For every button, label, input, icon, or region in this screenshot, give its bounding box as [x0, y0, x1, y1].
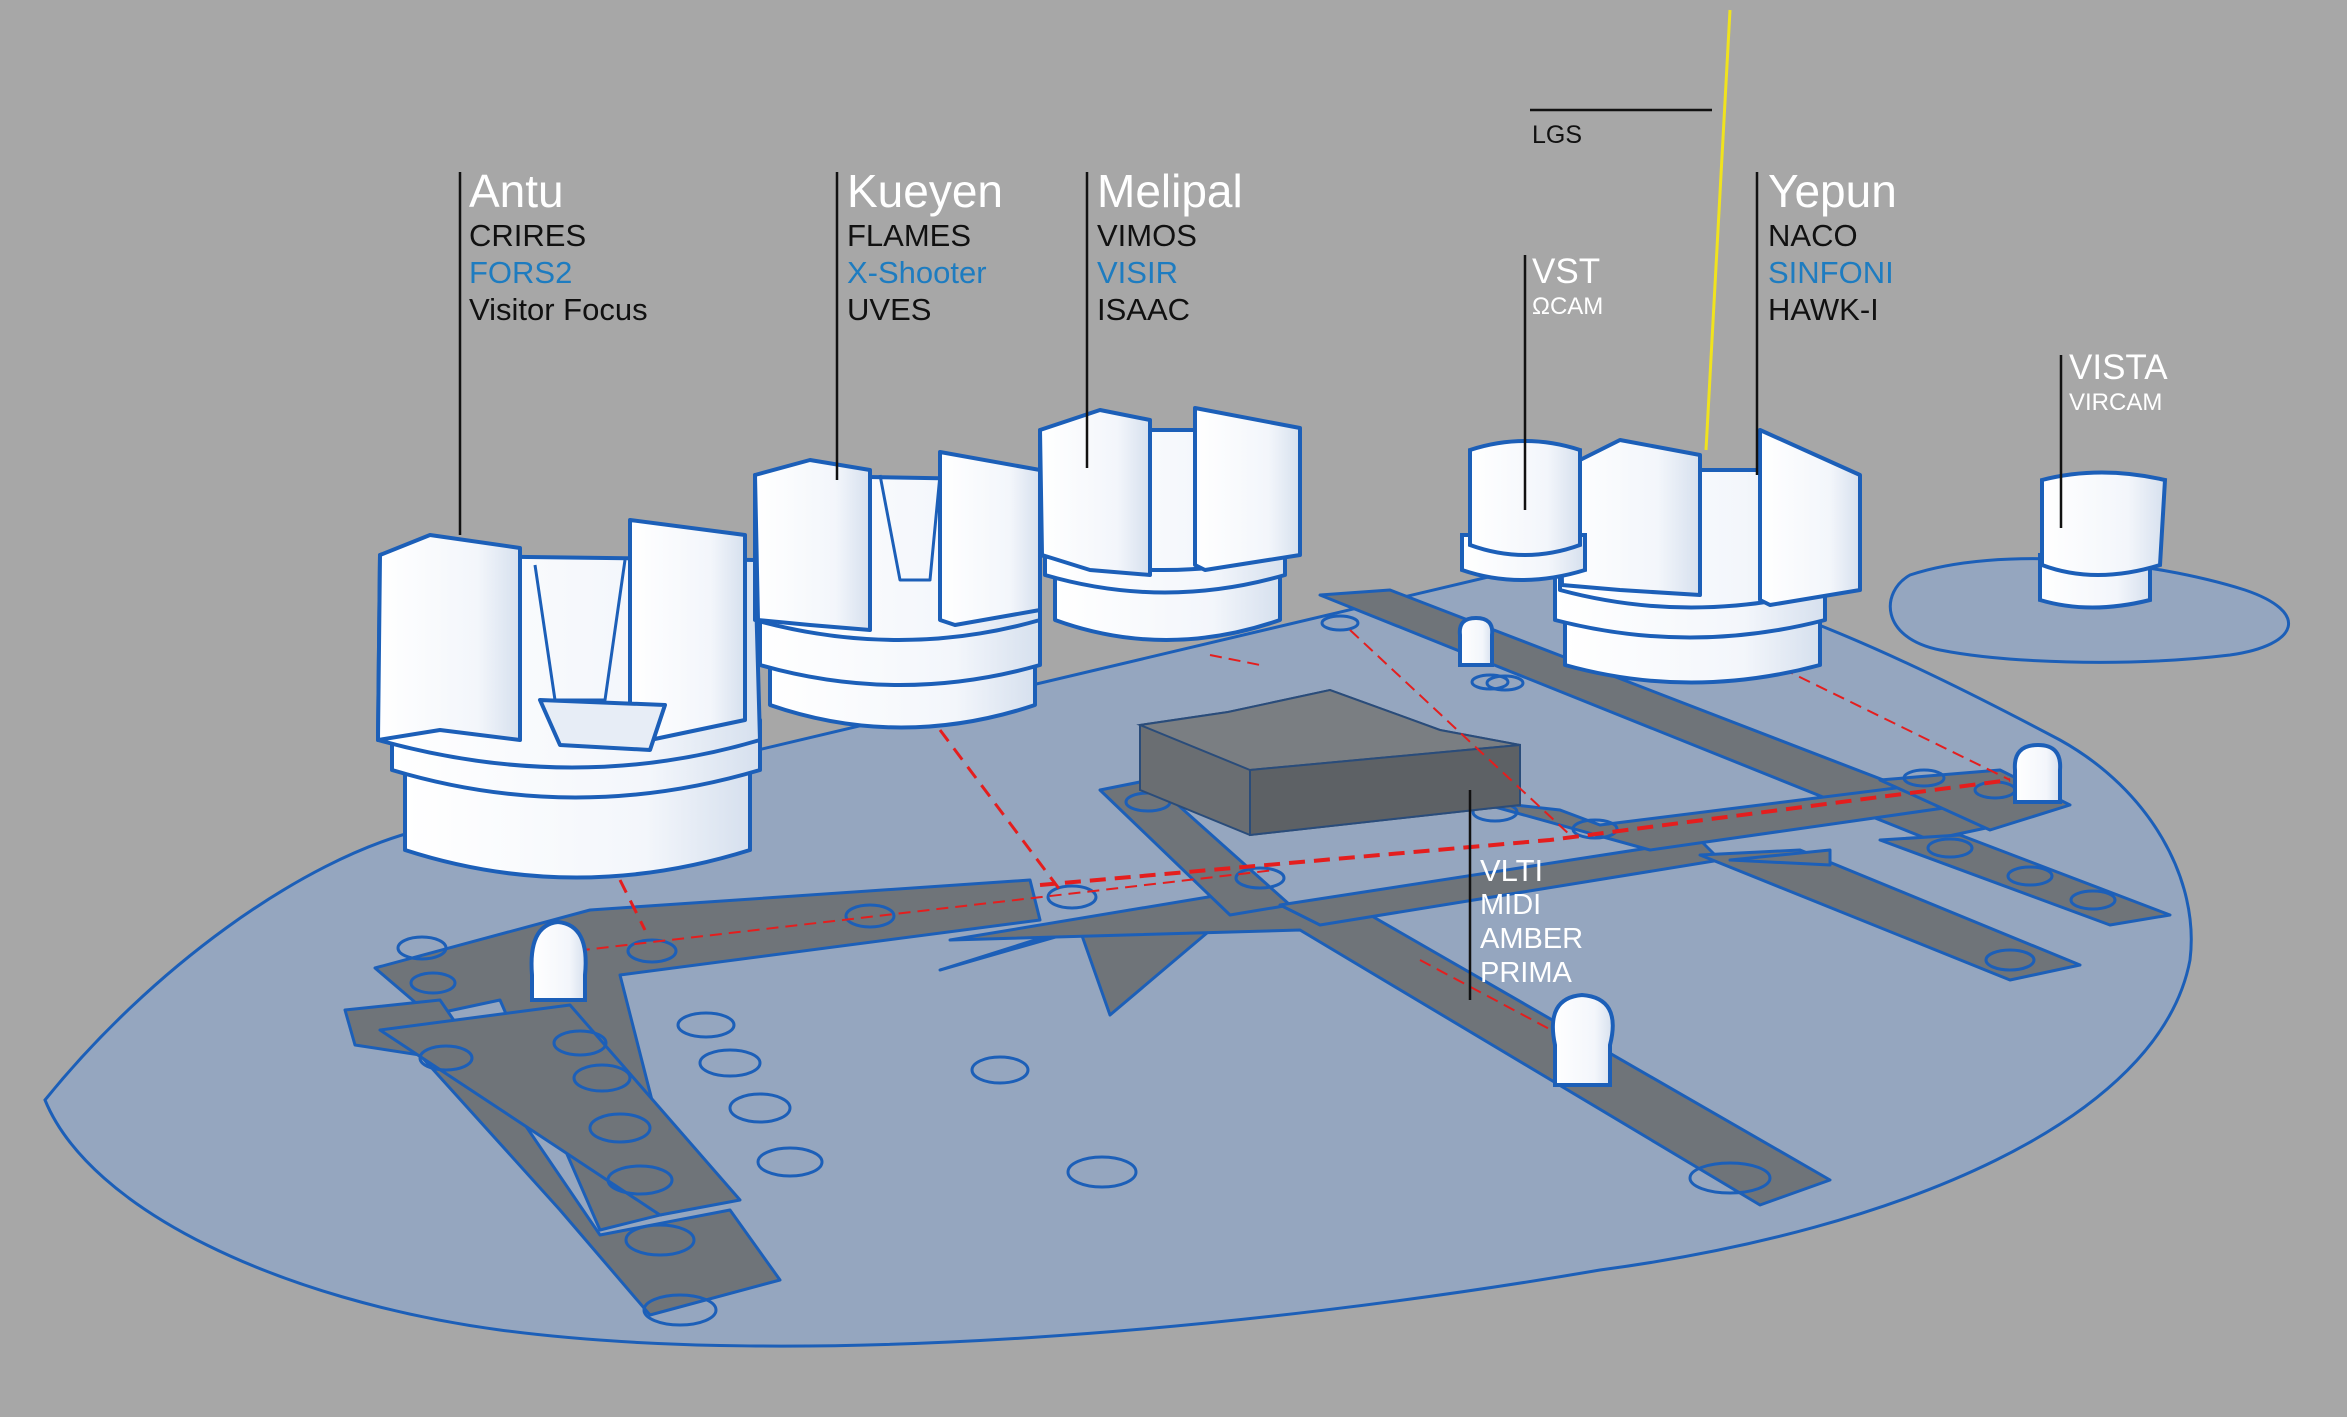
label-vlti: VLTI MIDI AMBER PRIMA — [1480, 855, 1583, 988]
instrument: VISIR — [1097, 255, 1178, 290]
instrument: CRIRES — [469, 218, 587, 253]
leader-lines — [458, 108, 2063, 1000]
instrument: X-Shooter — [847, 255, 987, 290]
instrument: PRIMA — [1480, 957, 1572, 989]
telescope-name: Yepun — [1768, 165, 1897, 217]
unit-telescope-kueyen — [753, 450, 1042, 730]
label-vista: VISTA VIRCAM — [2069, 350, 2168, 415]
label-antu: Antu CRIRES FORS2 Visitor Focus — [469, 168, 648, 325]
vlti-building — [1136, 688, 1521, 837]
instrument: HAWK-I — [1768, 292, 1879, 327]
unit-telescope-yepun — [1553, 428, 1862, 685]
instrument: FORS2 — [469, 255, 573, 290]
label-vst: VST ΩCAM — [1532, 254, 1603, 319]
instrument: MIDI — [1480, 889, 1542, 921]
light-beams — [539, 629, 2011, 1041]
instrument: AMBER — [1480, 923, 1584, 955]
unit-telescope-melipal — [1038, 406, 1302, 642]
instrument: SINFONI — [1768, 255, 1894, 290]
telescope-name: Kueyen — [847, 165, 1004, 217]
telescope-name: VST — [1532, 252, 1601, 291]
laser-beam — [1704, 9, 1732, 451]
telescope-name: Melipal — [1097, 165, 1243, 217]
station-pads — [396, 614, 2117, 1327]
auxiliary-telescopes — [529, 615, 2063, 1087]
instrument: FLAMES — [847, 218, 972, 253]
telescope-name: Antu — [469, 165, 564, 217]
lgs-label: LGS — [1532, 121, 1583, 149]
instrument: UVES — [847, 292, 932, 327]
telescope-name: VISTA — [2069, 348, 2168, 387]
vista-dome — [2038, 470, 2168, 610]
instrument: VIMOS — [1097, 218, 1197, 253]
instrument: Visitor Focus — [469, 292, 648, 327]
instrument: VIRCAM — [2069, 389, 2163, 416]
label-kueyen: Kueyen FLAMES X-Shooter UVES — [847, 168, 1003, 325]
instrument: ΩCAM — [1532, 293, 1604, 320]
vst-dome — [1460, 439, 1587, 582]
instrument: ISAAC — [1097, 292, 1191, 327]
label-yepun: Yepun NACO SINFONI HAWK-I — [1768, 168, 1897, 325]
unit-telescope-antu — [376, 518, 762, 880]
label-melipal: Melipal VIMOS VISIR ISAAC — [1097, 168, 1243, 325]
interferometer-name: VLTI — [1480, 853, 1544, 888]
instrument: NACO — [1768, 218, 1858, 253]
